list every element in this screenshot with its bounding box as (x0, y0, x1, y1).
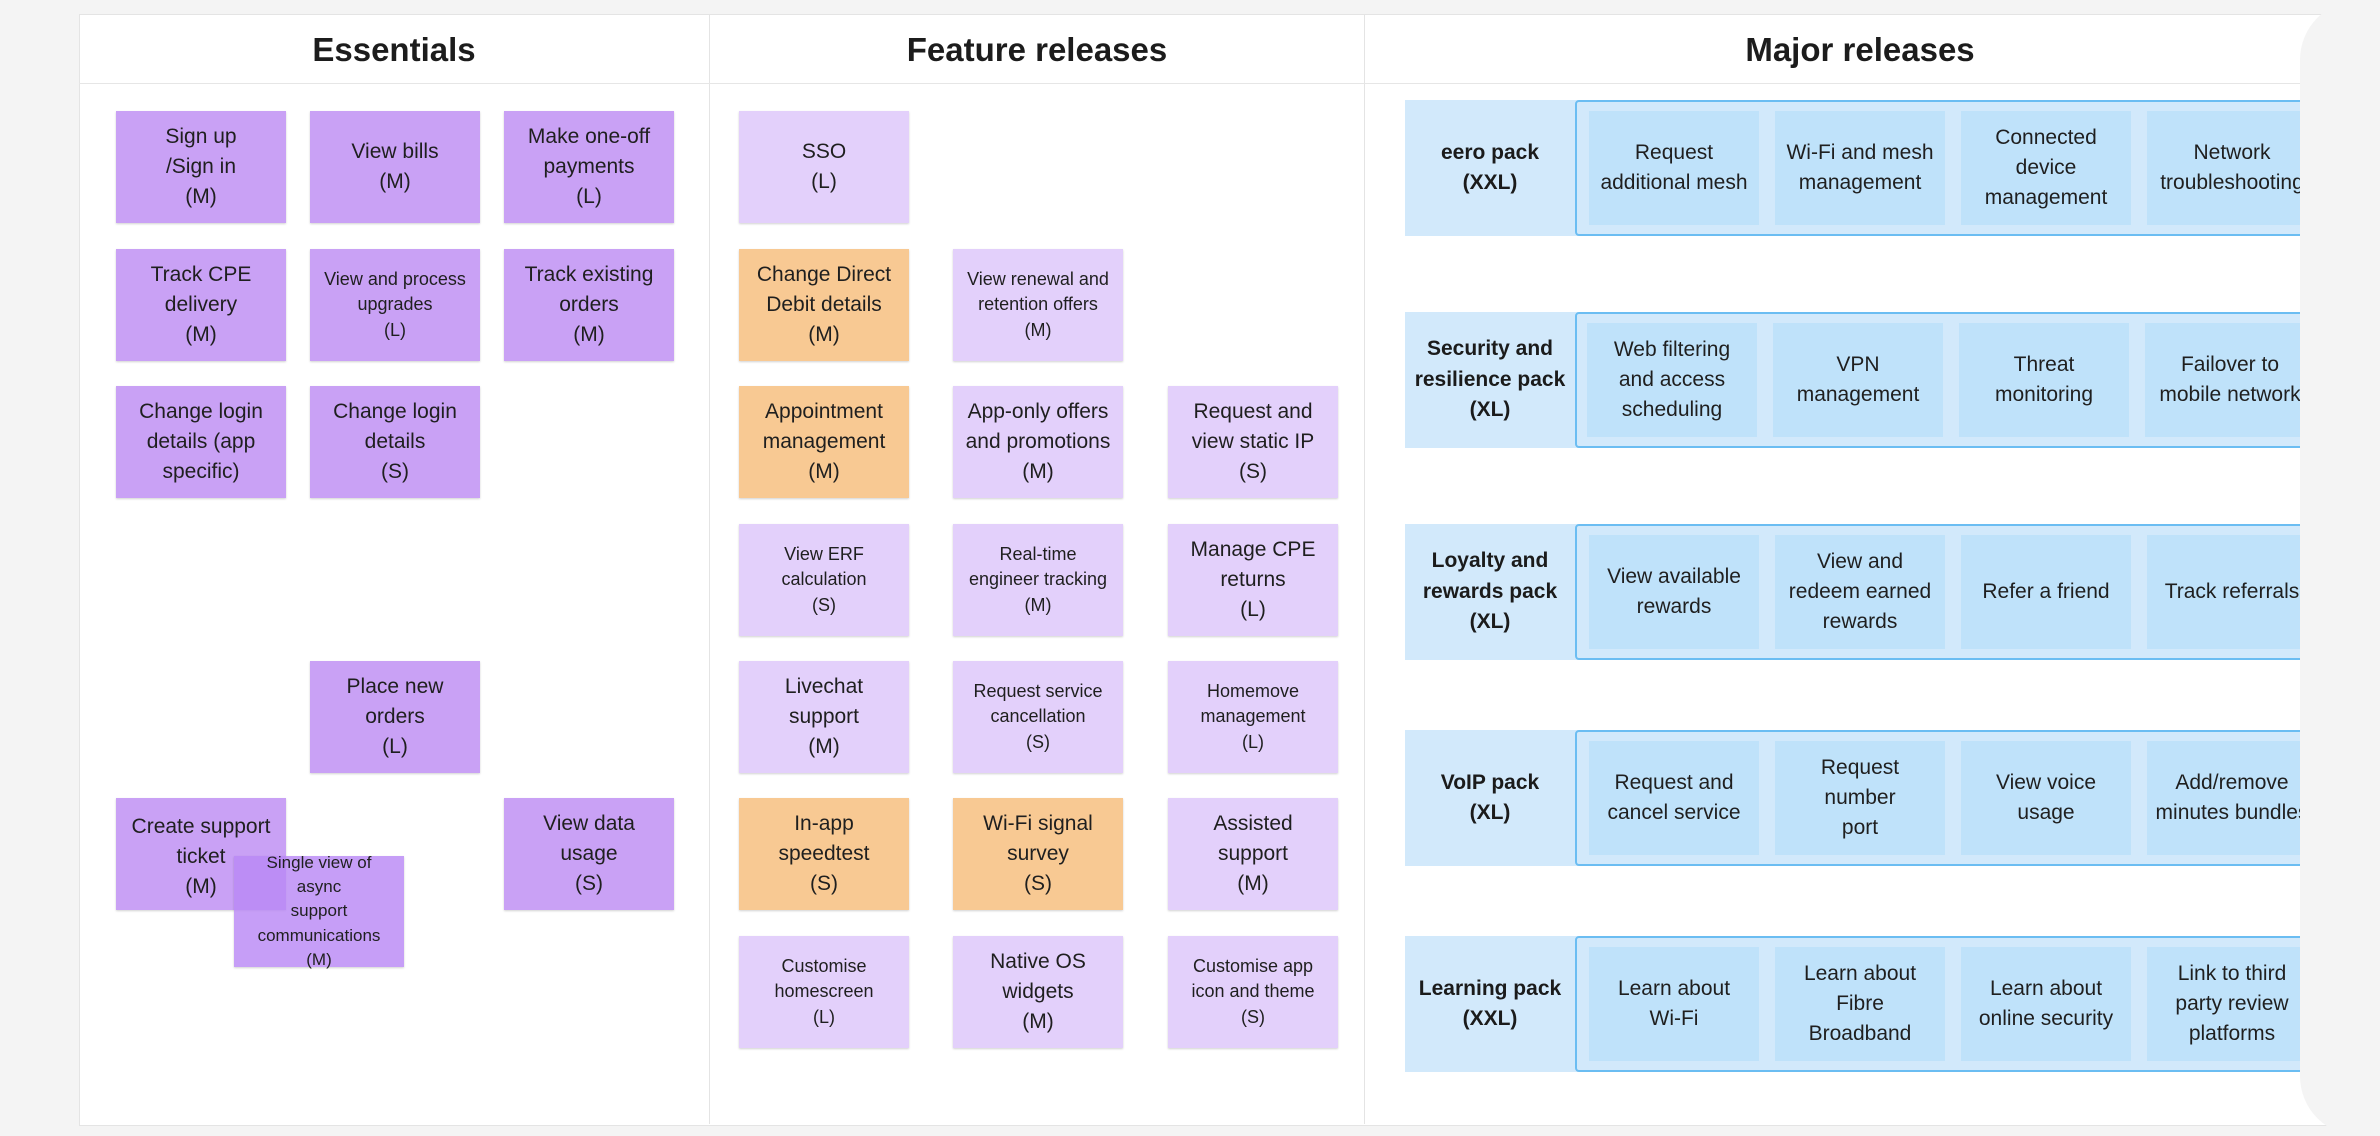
pack-label: Loyalty and rewards pack (XL) (1422, 549, 1558, 634)
sticky-note[interactable]: Assisted support (M) (1168, 798, 1338, 910)
sticky-note[interactable]: Livechat support (M) (739, 661, 909, 773)
sticky-note[interactable]: Network troubleshooting (2147, 111, 2317, 225)
sticky-note[interactable]: Homemove management (L) (1168, 661, 1338, 773)
sticky-note[interactable]: Real-time engineer tracking (M) (953, 524, 1123, 636)
sticky-note[interactable]: View ERF calculation (S) (739, 524, 909, 636)
sticky-note[interactable]: Add/remove minutes bundles (2147, 741, 2317, 855)
column-divider (709, 14, 710, 1124)
sticky-note[interactable]: Change Direct Debit details (M) (739, 249, 909, 361)
sticky-note[interactable]: Track existing orders (M) (504, 249, 674, 361)
sticky-note[interactable]: Track CPE delivery (M) (116, 249, 286, 361)
sticky-note[interactable]: App-only offers and promotions (M) (953, 386, 1123, 498)
sticky-note[interactable]: Learn about Fibre Broadband (1775, 947, 1945, 1061)
sticky-note[interactable]: Change login details (app specific) (116, 386, 286, 498)
sticky-note[interactable]: In-app speedtest (S) (739, 798, 909, 910)
pack-label: Security and resilience pack (XL) (1414, 337, 1566, 422)
sticky-note[interactable]: Link to third party review platforms (2147, 947, 2317, 1061)
sticky-note[interactable]: Request and view static IP (S) (1168, 386, 1338, 498)
pack-label: eero pack (XXL) (1440, 140, 1540, 194)
sticky-note[interactable]: Wi-Fi and mesh management (1775, 111, 1945, 225)
sticky-note[interactable]: Failover to mobile network (2145, 323, 2315, 437)
sticky-note[interactable]: Place new orders (L) (310, 661, 480, 773)
sticky-note[interactable]: View voice usage (1961, 741, 2131, 855)
sticky-note[interactable]: Manage CPE returns (L) (1168, 524, 1338, 636)
pack-label: VoIP pack (XL) (1440, 770, 1540, 824)
sticky-note[interactable]: View and redeem earned rewards (1775, 535, 1945, 649)
sticky-note[interactable]: View available rewards (1589, 535, 1759, 649)
feature-releases-title: Feature releases (906, 31, 1168, 68)
sticky-note[interactable]: Learn about online security (1961, 947, 2131, 1061)
pack-label: Learning pack (XXL) (1418, 976, 1562, 1030)
sticky-note[interactable]: VPN management (1773, 323, 1943, 437)
major-releases-title: Major releases (1745, 31, 1975, 68)
sticky-note[interactable]: Change login details (S) (310, 386, 480, 498)
viewport-edge (2300, 0, 2380, 1136)
essentials-title: Essentials (312, 31, 476, 68)
sticky-note[interactable]: Make one-off payments (L) (504, 111, 674, 223)
sticky-note[interactable]: Native OS widgets (M) (953, 936, 1123, 1048)
sticky-note[interactable]: View and process upgrades (L) (310, 249, 480, 361)
header-divider (79, 83, 2359, 84)
sticky-note[interactable]: Appointment management (M) (739, 386, 909, 498)
sticky-note[interactable]: Sign up /Sign in (M) (116, 111, 286, 223)
sticky-note[interactable]: View renewal and retention offers (M) (953, 249, 1123, 361)
sticky-note[interactable]: Learn about Wi-Fi (1589, 947, 1759, 1061)
sticky-note[interactable]: Refer a friend (1961, 535, 2131, 649)
sticky-note[interactable]: Wi-Fi signal survey (S) (953, 798, 1123, 910)
sticky-note[interactable]: Track referrals (2147, 535, 2317, 649)
sticky-note[interactable]: Request and cancel service (1589, 741, 1759, 855)
sticky-note[interactable]: Customise app icon and theme (S) (1168, 936, 1338, 1048)
sticky-note[interactable]: Web filtering and access scheduling (1587, 323, 1757, 437)
sticky-note[interactable]: View bills (M) (310, 111, 480, 223)
sticky-note[interactable]: Request service cancellation (S) (953, 661, 1123, 773)
sticky-note[interactable]: Single view of async support communicati… (234, 853, 404, 969)
sticky-note[interactable]: Create support ticket (M) (116, 798, 286, 910)
sticky-note[interactable]: SSO (L) (739, 111, 909, 223)
sticky-note[interactable]: Customise homescreen (L) (739, 936, 909, 1048)
column-divider (1364, 14, 1365, 1124)
sticky-note[interactable]: Request additional mesh (1589, 111, 1759, 225)
sticky-note[interactable]: View data usage (S) (504, 798, 674, 910)
sticky-note[interactable]: Request number port (1775, 741, 1945, 855)
sticky-note[interactable]: Connected device management (1961, 111, 2131, 225)
sticky-note[interactable]: Threat monitoring (1959, 323, 2129, 437)
